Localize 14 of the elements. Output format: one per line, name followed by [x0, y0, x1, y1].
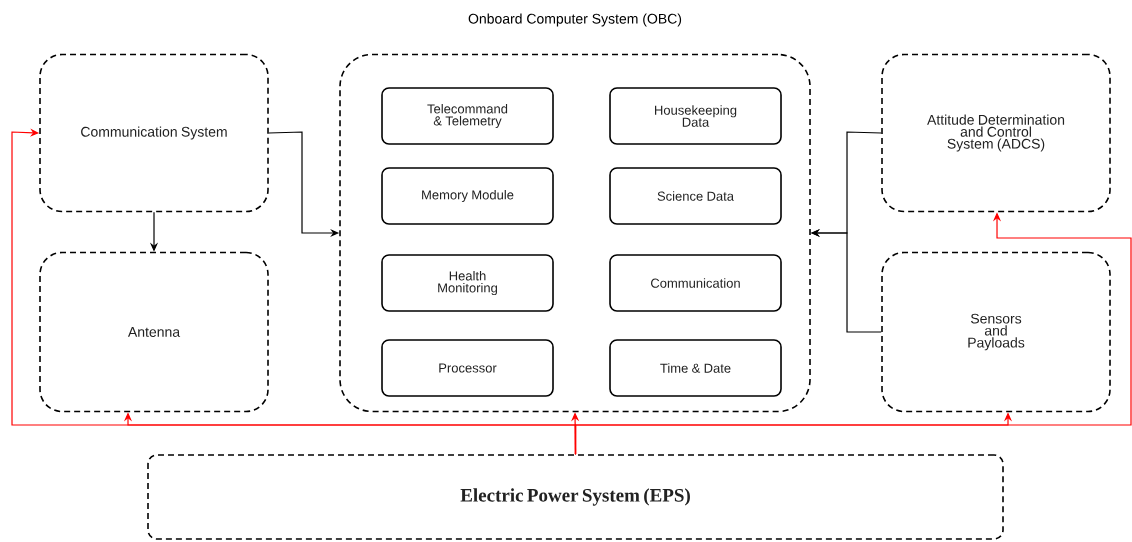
module-box: Memory Module — [381, 167, 554, 225]
subsystem-box: Sensors and Payloads — [881, 251, 1111, 413]
subsystem-box: Antenna — [39, 251, 269, 413]
subsystem-box: Communication System — [39, 53, 269, 213]
module-box: Time & Date — [609, 339, 782, 397]
module-box: Science Data — [609, 167, 782, 225]
group-heading: Onboard Computer System (OBC) — [468, 13, 682, 27]
module-box: Housekeeping Data — [609, 87, 782, 145]
module-box: Communication — [609, 254, 782, 312]
module-box: Health Monitoring — [381, 254, 554, 312]
subsystem-box: Electric Power System (EPS) — [147, 454, 1004, 540]
subsystem-box: Attitude Determination and Control System (ADCS) — [881, 53, 1111, 213]
module-box: Processor — [381, 339, 554, 397]
module-box: Telecommand & Telemetry — [381, 87, 554, 145]
